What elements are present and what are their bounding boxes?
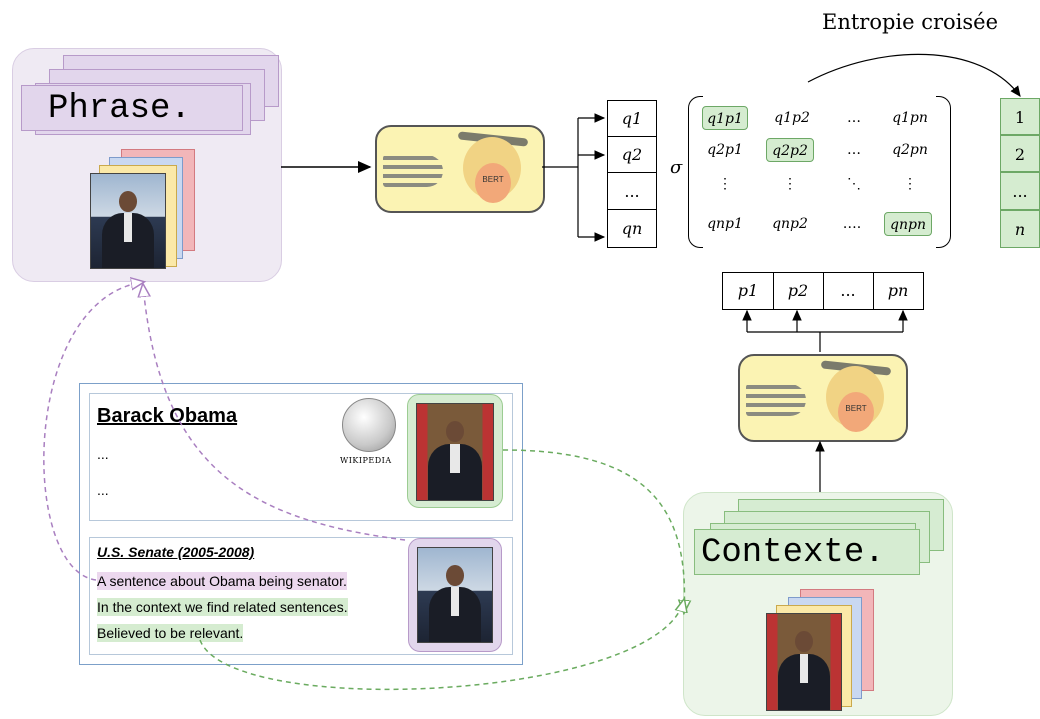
query-vector-cell: q1 xyxy=(608,101,656,137)
context-sentence: Believed to be relevant. xyxy=(97,624,244,642)
section-photo-frame xyxy=(408,538,502,652)
matrix-cell: ⋱ xyxy=(847,176,861,192)
matrix-cell: …. xyxy=(842,216,862,232)
obama-official-photo xyxy=(766,613,842,711)
query-panel: Phrase. xyxy=(12,48,282,282)
article-photo-frame xyxy=(407,394,503,508)
matrix-cell: ⋮ xyxy=(783,176,797,192)
flame-icon xyxy=(746,384,806,416)
dashed-sentences-to-context xyxy=(199,600,684,691)
dashed-sentence-to-query xyxy=(43,282,143,581)
matrix-cell: q2pn xyxy=(892,142,928,158)
context-vector: p1 p2 ... pn xyxy=(722,272,924,310)
arrow-matrix-to-labels xyxy=(807,53,1021,97)
bert-to-query-vector xyxy=(542,113,606,242)
similarity-matrix: q1p1 q1p2 … q1pn q2p1 q2p2 … q2pn ⋮ ⋮ ⋱ … xyxy=(700,106,940,236)
article-line: ... xyxy=(97,446,109,462)
article-line: ... xyxy=(97,482,109,498)
query-vector-cell: qn xyxy=(621,219,643,238)
context-vector-cell: p1 xyxy=(723,273,774,309)
matrix-cell-diagonal: q2p2 xyxy=(766,138,814,162)
matrix-cell: qnp1 xyxy=(707,216,743,232)
wikipedia-document: Barack Obama ... ... WIKIPEDIA U.S. Sena… xyxy=(79,383,523,665)
article-title: Barack Obama xyxy=(97,405,238,427)
label-cell: 1 xyxy=(1000,98,1040,135)
flame-icon xyxy=(383,155,443,187)
bert-encoder-top: BERT xyxy=(375,125,545,213)
context-sentence: In the context we find related sentences… xyxy=(97,598,348,616)
query-vector-cell: ... xyxy=(608,173,656,210)
section-title: U.S. Senate (2005-2008) xyxy=(97,544,255,560)
matrix-cell: ⋮ xyxy=(718,176,732,192)
wikipedia-wordmark: WIKIPEDIA xyxy=(340,456,392,465)
senate-section: U.S. Senate (2005-2008) A sentence about… xyxy=(89,537,513,655)
obama-photo xyxy=(90,173,166,269)
matrix-cell: q1pn xyxy=(892,110,928,126)
obama-senate-photo xyxy=(417,547,493,643)
context-vector-cell: ... xyxy=(823,273,874,309)
query-card: Phrase. xyxy=(21,85,243,131)
matrix-cell: ⋮ xyxy=(903,176,917,192)
sigma-symbol: σ xyxy=(670,157,683,178)
context-card: Contexte. xyxy=(694,529,920,575)
bert-nose: BERT xyxy=(475,163,511,203)
query-sentence: A sentence about Obama being senator. xyxy=(97,572,347,590)
matrix-cell: … xyxy=(847,142,861,158)
matrix-cell: q2p1 xyxy=(707,142,743,158)
context-vector-cell: p2 xyxy=(773,273,824,309)
query-vector-cell: q2 xyxy=(608,137,656,173)
loss-title: Entropie croisée xyxy=(822,10,999,34)
matrix-cell-diagonal: qnpn xyxy=(884,212,932,236)
bert-encoder-bottom: BERT xyxy=(738,354,908,442)
matrix-cell: qnp2 xyxy=(772,216,808,232)
query-vector: q1 q2 ... qn xyxy=(607,100,657,248)
dashed-photo-to-query xyxy=(143,285,406,541)
obama-official-photo xyxy=(416,403,494,501)
matrix-cell: q1p2 xyxy=(774,110,810,126)
context-vector-cell: pn xyxy=(887,281,909,300)
bert-nose: BERT xyxy=(838,392,874,432)
context-panel: Contexte. xyxy=(683,492,953,716)
dashed-photo-to-context xyxy=(502,449,684,612)
article-header-section: Barack Obama ... ... WIKIPEDIA xyxy=(89,393,513,521)
wikipedia-globe-icon xyxy=(342,398,396,452)
bert-to-context-vector xyxy=(742,309,908,352)
matrix-cell: … xyxy=(847,110,861,126)
matrix-cell-diagonal: q1p1 xyxy=(702,106,748,130)
